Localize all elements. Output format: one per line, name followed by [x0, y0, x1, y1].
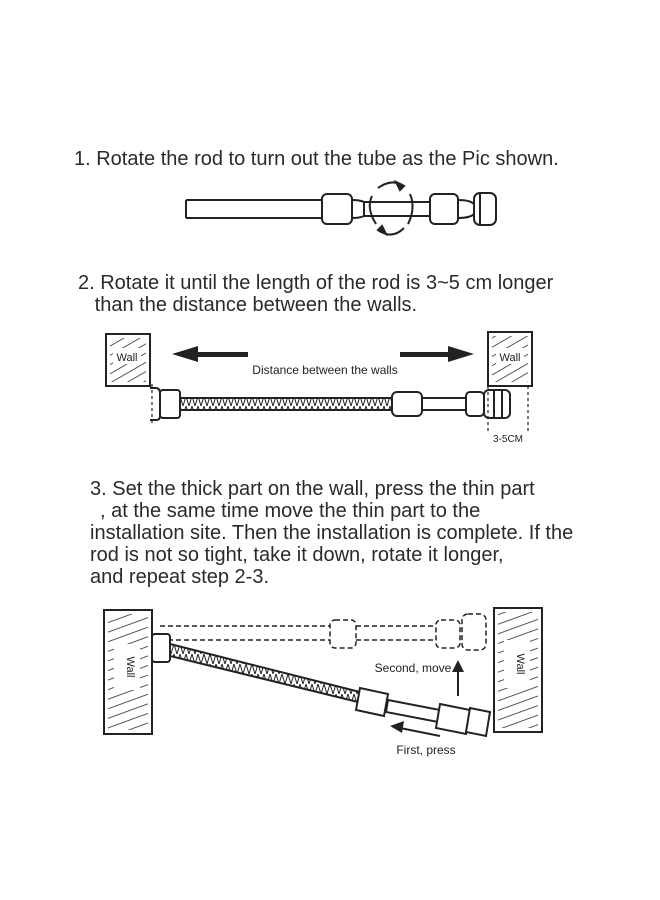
step3-diagram: Wall Wall Second, move First, press [103, 607, 543, 757]
wall-right-step3: Wall [493, 607, 543, 733]
step3-line-5: and repeat step 2-3. [90, 566, 270, 588]
step3-line-2: , at the same time move the thin part to… [100, 500, 481, 522]
wall-left-step3-label: Wall [124, 657, 136, 678]
step2-instruction: 2. Rotate it until the length of the rod… [78, 272, 553, 316]
step1-text: 1. Rotate the rod to turn out the tube a… [74, 148, 559, 170]
second-move-label: Second, move [375, 661, 452, 675]
wall-right-label: Wall [500, 352, 521, 364]
step3-instruction: 3. Set the thick part on the wall, press… [90, 478, 573, 588]
extra-length-label: 3-5CM [493, 434, 523, 445]
step3-line-1: 3. Set the thick part on the wall, press… [90, 478, 535, 500]
first-press-label: First, press [396, 743, 455, 757]
rotate-arrow-icon [368, 179, 414, 237]
arrow-right-icon [400, 346, 474, 362]
step3-line-4: rod is not so tight, take it down, rotat… [90, 544, 504, 566]
step2-line-2: than the distance between the walls. [78, 294, 418, 316]
wall-left-step3: Wall [103, 609, 153, 735]
step2-diagram: Wall Wall Distance between the walls 3-5… [105, 331, 533, 445]
step2-line-1: 2. Rotate it until the length of the rod… [78, 272, 554, 294]
step1-rod-diagram [185, 179, 497, 237]
step1-instruction: 1. Rotate the rod to turn out the tube a… [74, 148, 559, 170]
wall-left: Wall [105, 333, 151, 387]
rod-final-position [160, 613, 487, 651]
distance-label: Distance between the walls [252, 363, 397, 377]
wall-right: Wall [487, 331, 533, 387]
wall-left-label: Wall [117, 352, 138, 364]
rod-tilted [151, 633, 492, 738]
move-up-arrow-icon [452, 660, 464, 696]
press-left-arrow-icon [390, 721, 441, 737]
arrow-left-icon [172, 346, 248, 362]
step3-line-3: installation site. Then the installation… [90, 522, 574, 544]
wall-right-step3-label: Wall [514, 654, 526, 675]
